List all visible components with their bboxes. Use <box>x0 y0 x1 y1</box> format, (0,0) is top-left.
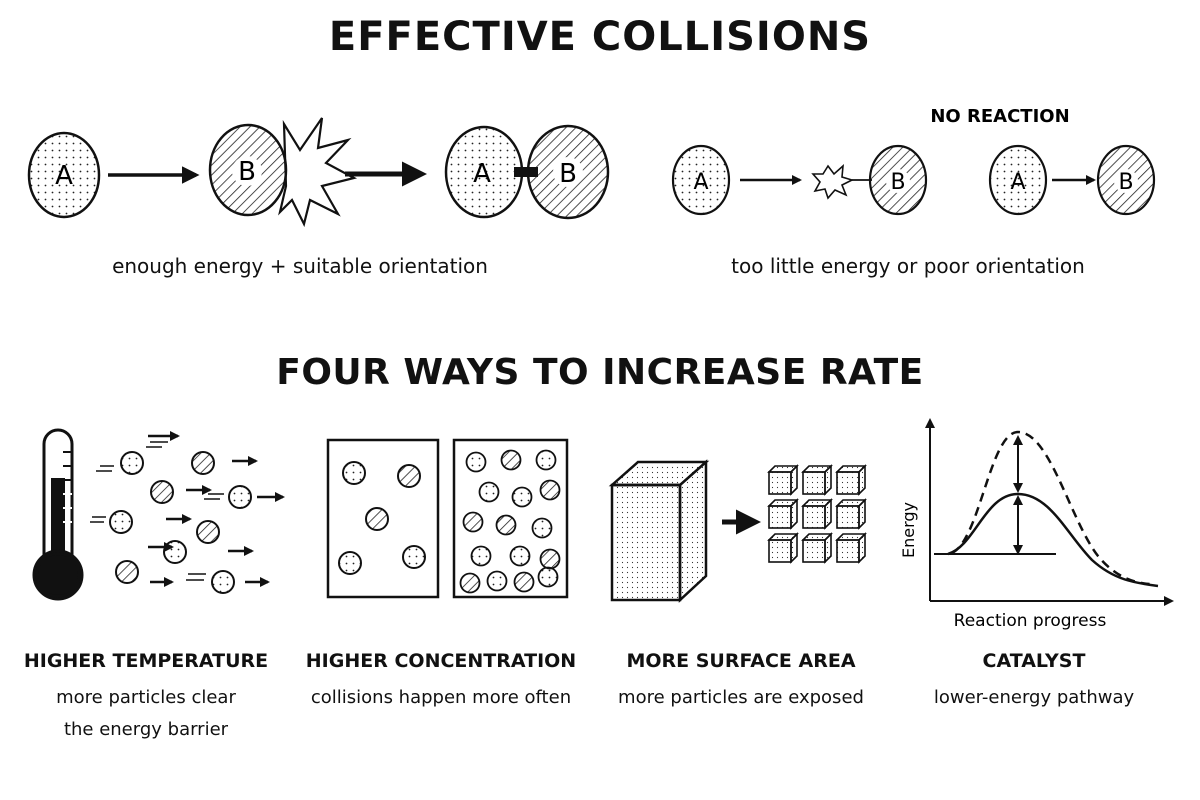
svg-text:B: B <box>559 159 577 189</box>
surface-area-title: MORE SURFACE AREA <box>626 650 856 672</box>
catalyst-description: lower-energy pathway <box>933 687 1135 708</box>
particle-a-weak: A <box>671 144 731 216</box>
collision-burst-icon <box>278 117 358 228</box>
svg-text:B: B <box>1118 170 1133 195</box>
small-burst-icon <box>811 164 855 200</box>
small-cube <box>835 464 867 496</box>
particle-b-poor: B <box>1096 144 1156 216</box>
svg-text:A: A <box>55 161 73 191</box>
particle-b: B <box>208 123 288 217</box>
effective-collision: A B A B <box>27 117 610 228</box>
svg-text:A: A <box>473 159 491 189</box>
concentration-title: HIGHER CONCENTRATION <box>305 650 577 672</box>
high-concentration-container <box>452 438 569 599</box>
catalysed-curve <box>947 492 1159 588</box>
svg-text:B: B <box>238 157 256 187</box>
temperature-title: HIGHER TEMPERATURE <box>23 650 269 672</box>
y-axis-label: Energy <box>899 502 918 558</box>
fast-particles <box>109 451 252 594</box>
small-cubes-grid <box>767 464 867 564</box>
svg-text:A: A <box>693 170 708 195</box>
large-cube-icon <box>608 459 710 603</box>
temperature-illustration <box>32 428 285 601</box>
concentration-illustration <box>326 438 569 599</box>
small-cube <box>835 498 867 530</box>
small-cube <box>767 532 799 564</box>
small-cube <box>767 498 799 530</box>
ineffective-caption: too little energy or poor orientation <box>731 254 1085 278</box>
x-axis-label: Reaction progress <box>954 611 1107 631</box>
small-cube <box>801 464 833 496</box>
no-reaction-label: NO REACTION <box>930 106 1069 127</box>
uncatalysed-curve <box>951 430 1151 586</box>
svg-text:A: A <box>1010 170 1025 195</box>
particle-b-weak: B <box>868 144 928 216</box>
particle-a: A <box>27 131 101 219</box>
page-title: EFFECTIVE COLLISIONS <box>328 14 872 60</box>
motion-arrows <box>148 431 285 587</box>
concentration-description: collisions happen more often <box>310 687 572 708</box>
particle-a-poor: A <box>988 144 1048 216</box>
low-concentration-container <box>326 438 440 599</box>
thermometer-icon <box>32 428 84 601</box>
small-cube <box>801 532 833 564</box>
small-cube <box>801 498 833 530</box>
speed-lines <box>90 441 224 581</box>
ineffective-collision: NO REACTION A B A B <box>671 106 1156 216</box>
energy-profile-chart: Energy Reaction progress <box>899 418 1174 631</box>
catalyst-title: CATALYST <box>982 650 1086 672</box>
product-ab: A B <box>444 124 610 220</box>
small-cube <box>835 532 867 564</box>
temperature-description: more particles clear the energy barrier <box>56 687 236 740</box>
surface-area-description: more particles are exposed <box>618 687 864 708</box>
svg-text:B: B <box>890 170 905 195</box>
small-cube <box>767 464 799 496</box>
surface-area-illustration <box>608 459 867 603</box>
effective-caption: enough energy + suitable orientation <box>112 254 488 278</box>
section-title: FOUR WAYS TO INCREASE RATE <box>276 352 924 393</box>
